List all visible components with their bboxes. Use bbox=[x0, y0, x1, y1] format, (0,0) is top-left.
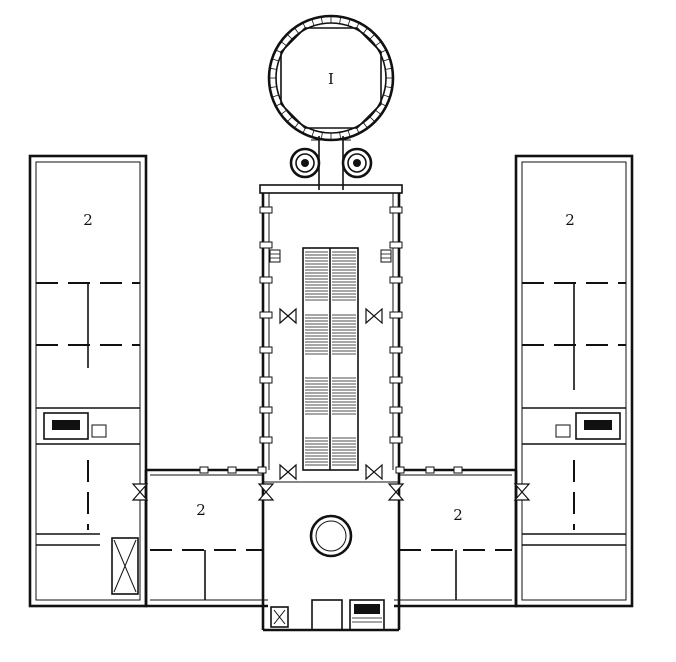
tower-tick bbox=[294, 27, 299, 34]
column-stub bbox=[389, 376, 403, 384]
tower-tick bbox=[269, 86, 277, 89]
door-symbol bbox=[387, 483, 405, 501]
column-stub bbox=[389, 436, 403, 444]
tower-tick bbox=[271, 58, 279, 62]
column-stub bbox=[257, 466, 267, 474]
column-stub bbox=[227, 466, 237, 474]
column-stub bbox=[259, 346, 273, 354]
stair-treads bbox=[305, 251, 356, 466]
tower-tick bbox=[302, 126, 307, 134]
tower-tick bbox=[363, 122, 368, 129]
door-symbol bbox=[365, 307, 383, 325]
column-stub bbox=[389, 311, 403, 319]
tower-tick bbox=[355, 22, 360, 30]
tower-tick bbox=[286, 116, 293, 123]
column-stub bbox=[199, 466, 209, 474]
tower-tick bbox=[275, 102, 283, 107]
column-stub bbox=[259, 241, 273, 249]
column-stubs bbox=[199, 206, 463, 474]
tower-tick bbox=[294, 122, 299, 129]
central-round-feature bbox=[309, 514, 353, 558]
tower-tick bbox=[286, 33, 293, 40]
small-stair-left bbox=[269, 249, 281, 263]
column-stub bbox=[453, 466, 463, 474]
lower-right-room-label: 2 bbox=[453, 506, 463, 524]
small-stair-right bbox=[380, 249, 392, 263]
tower-tick bbox=[363, 27, 368, 34]
tower-label: I bbox=[328, 70, 334, 88]
column-stub bbox=[259, 376, 273, 384]
tower-ring-ticks bbox=[269, 16, 393, 140]
building-outline bbox=[28, 154, 634, 632]
tower-tick bbox=[311, 18, 315, 26]
tower-tick bbox=[280, 110, 287, 115]
tower-tick bbox=[311, 130, 315, 138]
tower-tick bbox=[369, 116, 376, 123]
tower-neck bbox=[311, 136, 351, 190]
tower-tick bbox=[375, 41, 382, 46]
tower-tick bbox=[269, 67, 277, 70]
column-stub bbox=[389, 346, 403, 354]
door-symbols bbox=[131, 307, 531, 501]
circular-tower: I bbox=[267, 14, 395, 142]
column-stub bbox=[425, 466, 435, 474]
tower-tick bbox=[383, 58, 391, 62]
door-symbol bbox=[279, 463, 297, 481]
door-symbol bbox=[365, 463, 383, 481]
tower-tick bbox=[375, 110, 382, 115]
tower-tick bbox=[339, 16, 342, 24]
column-stub bbox=[259, 276, 273, 284]
column-stub bbox=[259, 206, 273, 214]
tower-tick bbox=[271, 94, 279, 98]
spiral-stair-left bbox=[289, 147, 321, 179]
column-stub bbox=[395, 466, 405, 474]
door-symbol bbox=[257, 483, 275, 501]
column-stub bbox=[389, 276, 403, 284]
tower-tick bbox=[355, 126, 360, 134]
tower-tick bbox=[385, 67, 393, 70]
tower-tick bbox=[347, 130, 351, 138]
tower-tick bbox=[385, 86, 393, 89]
tower-tick bbox=[369, 33, 376, 40]
central-stairwell bbox=[302, 247, 359, 471]
column-stub bbox=[389, 241, 403, 249]
tower-tick bbox=[347, 18, 351, 26]
column-stub bbox=[389, 406, 403, 414]
right-wing-partitions bbox=[522, 282, 626, 546]
column-stub bbox=[259, 436, 273, 444]
tower-tick bbox=[320, 132, 323, 140]
tower-tick bbox=[379, 102, 387, 107]
tower-tick bbox=[280, 41, 287, 46]
lower-block-partitions bbox=[150, 481, 512, 600]
tower-tick bbox=[383, 94, 391, 98]
left-wing-partitions bbox=[36, 282, 140, 595]
tower-tick bbox=[275, 49, 283, 54]
door-symbol bbox=[279, 307, 297, 325]
right-wing-room-label: 2 bbox=[565, 211, 575, 229]
tower-tick bbox=[320, 16, 323, 24]
lower-left-room-label: 2 bbox=[196, 501, 206, 519]
tower-tick bbox=[379, 49, 387, 54]
tower-tick bbox=[339, 132, 342, 140]
door-symbol bbox=[131, 483, 149, 501]
spiral-stair-right bbox=[341, 147, 373, 179]
column-stub bbox=[259, 406, 273, 414]
left-wing-room-label: 2 bbox=[83, 211, 93, 229]
tower-tick bbox=[302, 22, 307, 30]
column-stub bbox=[389, 206, 403, 214]
entrance-details bbox=[270, 599, 385, 631]
column-stub bbox=[259, 311, 273, 319]
door-symbol bbox=[513, 483, 531, 501]
